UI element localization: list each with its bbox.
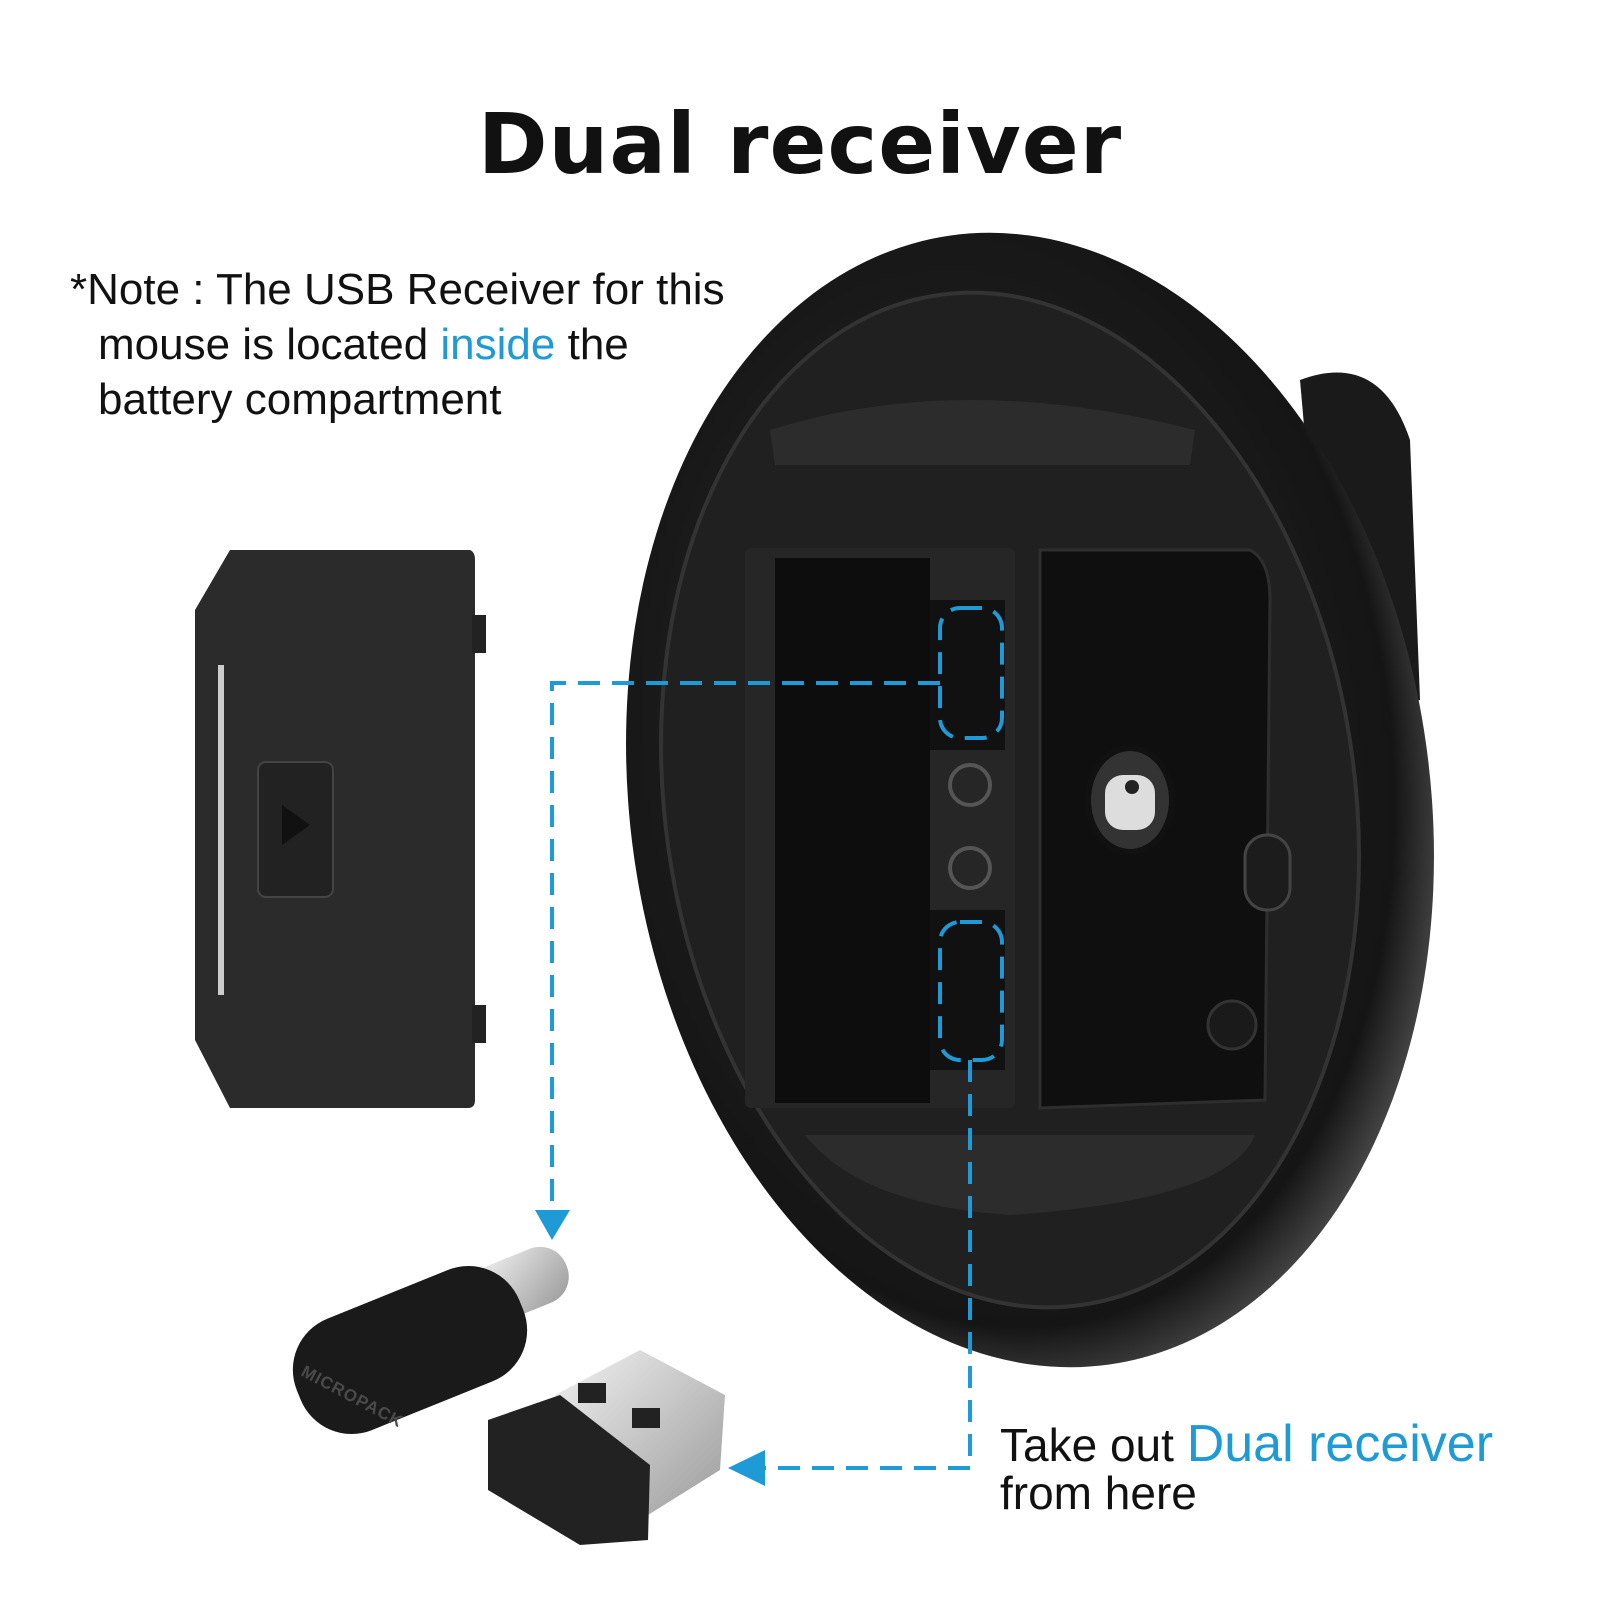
note-line-3: battery compartment [98, 375, 502, 424]
page-title: Dual receiver [477, 95, 1123, 193]
usb-c-receiver: MICROPACK [292, 1246, 569, 1434]
note-highlight: inside [440, 320, 556, 369]
arrow-left-icon [728, 1450, 765, 1486]
callout-pre: Take out [1000, 1419, 1187, 1471]
callout-highlight: Dual receiver [1186, 1415, 1494, 1473]
callout-text: Take out Dual receiver from here [1000, 1418, 1493, 1519]
connect-button [1206, 999, 1258, 1051]
arrow-down-icon [535, 1210, 570, 1240]
note-line-1: *Note : The USB Receiver for this [70, 265, 725, 314]
note-line-2-post: the [555, 320, 629, 369]
note-text: *Note : The USB Receiver for this mouse … [70, 262, 725, 427]
callout-lines [550, 606, 1004, 1470]
mouse-bottom [626, 232, 1434, 1368]
power-switch [1243, 833, 1292, 912]
usb-a-receiver [488, 1350, 725, 1545]
note-line-2: mouse is located inside the [70, 317, 725, 372]
callout-line-2: from here [1000, 1467, 1197, 1519]
note-line-2-pre: mouse is located [98, 320, 441, 369]
battery-cover [195, 550, 486, 1108]
battery-slot [775, 558, 930, 1103]
